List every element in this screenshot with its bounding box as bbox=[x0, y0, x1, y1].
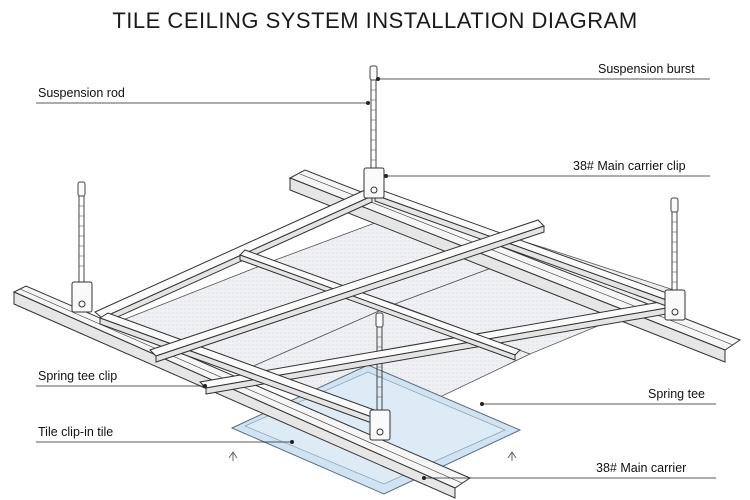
suspension-rod bbox=[77, 181, 86, 282]
label-suspension-rod: Suspension rod bbox=[38, 86, 125, 100]
label-main-carrier: 38# Main carrier bbox=[596, 461, 687, 475]
suspension-rod bbox=[369, 65, 378, 170]
leader-lines bbox=[36, 77, 716, 480]
label-suspension-burst: Suspension burst bbox=[598, 62, 695, 76]
spring-tees bbox=[94, 189, 680, 427]
diagram-title: TILE CEILING SYSTEM INSTALLATION DIAGRAM bbox=[112, 8, 638, 33]
suspension-rod bbox=[670, 197, 679, 292]
label-spring-tee-clip: Spring tee clip bbox=[38, 369, 118, 383]
suspension-rods bbox=[77, 65, 679, 412]
spring-tee bbox=[149, 219, 545, 363]
main-carrier-clip bbox=[369, 409, 391, 441]
spring-tee bbox=[239, 249, 521, 361]
main-carrier-clip bbox=[664, 289, 686, 321]
label-tile-clip-in-tile: Tile clip-in tile bbox=[38, 425, 114, 439]
main-carrier-clip bbox=[363, 167, 385, 199]
suspension-rod bbox=[375, 312, 384, 412]
main-carrier-clip bbox=[71, 281, 93, 313]
label-main-carrier-clip: 38# Main carrier clip bbox=[573, 159, 686, 173]
main-carrier-clips bbox=[71, 167, 686, 441]
insert-arrow-icon bbox=[228, 451, 517, 461]
label-spring-tee: Spring tee bbox=[648, 387, 705, 401]
